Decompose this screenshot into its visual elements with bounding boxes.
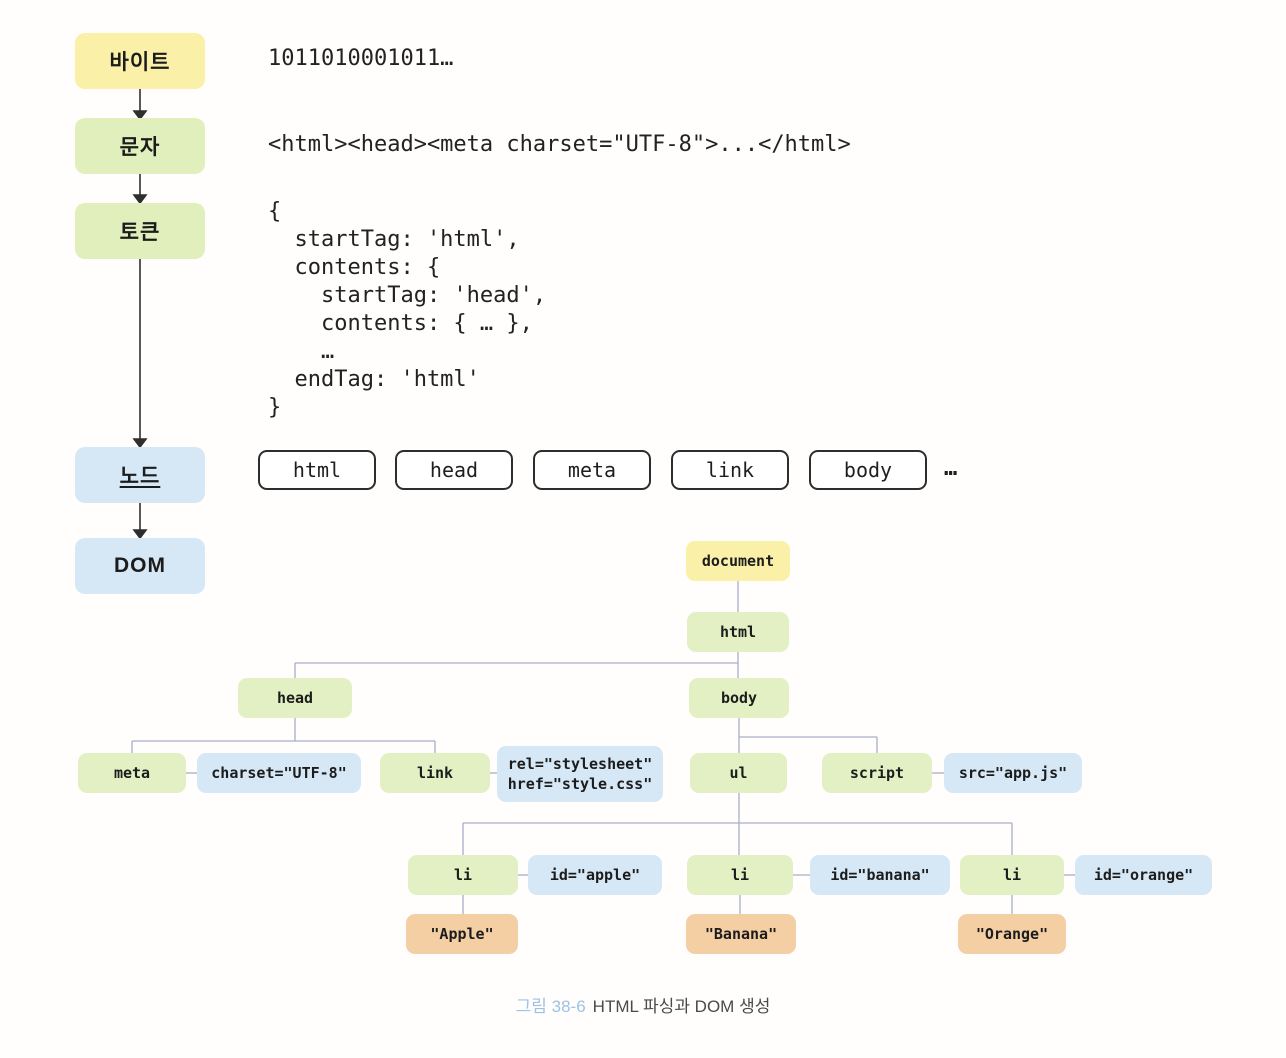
- tree-attr-script-src: src="app.js": [944, 753, 1082, 793]
- code-line: startTag: 'head',: [268, 283, 547, 308]
- code-line: endTag: 'html': [268, 367, 480, 392]
- pipeline-stage-tokens: 토큰: [75, 203, 205, 259]
- code-line: …: [268, 339, 335, 364]
- tree-node-html: html: [687, 612, 789, 652]
- tree-node-ul: ul: [690, 753, 787, 793]
- tree-node-meta: meta: [78, 753, 186, 793]
- tree-attr-link: rel="stylesheet" href="style.css": [497, 746, 663, 802]
- node-box-html: html: [258, 450, 376, 490]
- pipeline-stage-nodes: 노드: [75, 447, 205, 503]
- html-string-text: <html><head><meta charset="UTF-8">...</h…: [268, 132, 851, 157]
- node-box-meta: meta: [533, 450, 651, 490]
- code-line: startTag: 'html',: [268, 227, 520, 252]
- tree-attr-charset: charset="UTF-8": [197, 753, 361, 793]
- tree-node-li-orange: li: [960, 855, 1064, 895]
- tree-node-link: link: [380, 753, 490, 793]
- code-line: }: [268, 395, 282, 420]
- code-line: contents: {: [268, 255, 441, 280]
- node-box-body: body: [809, 450, 927, 490]
- code-line: contents: { … },: [268, 311, 533, 336]
- tree-text-orange: "Orange": [958, 914, 1066, 954]
- tree-text-banana: "Banana": [686, 914, 796, 954]
- figure-caption: 그림 38-6 HTML 파싱과 DOM 생성: [0, 992, 1286, 1017]
- node-row-ellipsis: …: [944, 456, 958, 481]
- tree-node-script: script: [822, 753, 932, 793]
- tree-wires: [131, 581, 1075, 914]
- tree-node-body: body: [689, 678, 789, 718]
- tree-attr-id-orange: id="orange": [1075, 855, 1212, 895]
- tree-text-apple: "Apple": [406, 914, 518, 954]
- tree-node-head: head: [238, 678, 352, 718]
- figure-title: HTML 파싱과 DOM 생성: [592, 997, 771, 1016]
- token-object-code: { startTag: 'html', contents: { startTag…: [268, 198, 546, 422]
- pipeline-stage-dom: DOM: [75, 538, 205, 594]
- link-attr-href: href="style.css": [507, 775, 653, 793]
- pipeline-stage-bytes: 바이트: [75, 33, 205, 89]
- node-box-head: head: [395, 450, 513, 490]
- figure-number: 그림 38-6: [515, 997, 586, 1016]
- pipeline-stage-chars: 문자: [75, 118, 205, 174]
- tree-attr-id-apple: id="apple": [528, 855, 662, 895]
- byte-stream-text: 1011010001011…: [268, 46, 454, 71]
- tree-node-document: document: [686, 541, 790, 581]
- tree-node-li-apple: li: [408, 855, 518, 895]
- code-line: {: [268, 199, 282, 224]
- tree-attr-id-banana: id="banana": [810, 855, 950, 895]
- pipeline-arrows: [132, 89, 148, 540]
- node-box-link: link: [671, 450, 789, 490]
- link-attr-rel: rel="stylesheet": [507, 755, 653, 773]
- tree-node-li-banana: li: [687, 855, 793, 895]
